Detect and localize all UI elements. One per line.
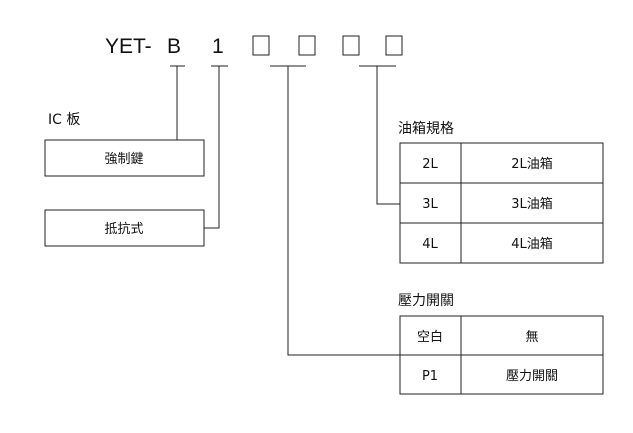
model-part-1: 1 <box>212 35 224 58</box>
pressure-desc-none: 無 <box>525 330 538 345</box>
tank-desc-3l: 3L油箱 <box>511 196 553 212</box>
pressure-code-p1: P1 <box>422 369 438 384</box>
tank-code-3l: 3L <box>422 197 438 212</box>
code-slot-box <box>342 35 360 56</box>
tank-code-2l: 2L <box>422 157 438 172</box>
tank-code-4l: 4L <box>422 237 438 252</box>
pressure-switch-title: 壓力開關 <box>398 293 454 309</box>
connector-pressure <box>287 66 400 356</box>
pressure-code-blank: 空白 <box>417 329 443 345</box>
ic-option-box-1 <box>44 139 205 177</box>
tank-spec-title: 油箱規格 <box>398 121 454 137</box>
code-slot-box <box>298 35 316 56</box>
ic-board-title: IC 板 <box>48 112 80 128</box>
model-part-b: B <box>167 35 181 58</box>
code-slot-box <box>252 35 270 56</box>
model-prefix: YET- <box>105 35 152 58</box>
connector-1 <box>204 66 220 229</box>
tank-spec-table <box>399 142 604 264</box>
tank-desc-2l: 2L油箱 <box>511 156 553 172</box>
ic-option-1: 強制鍵 <box>104 151 143 167</box>
ic-option-2: 抵抗式 <box>104 222 143 237</box>
connector-tank <box>376 66 400 205</box>
tank-desc-4l: 4L油箱 <box>511 236 553 252</box>
ic-option-box-2 <box>44 209 205 247</box>
code-slot-box <box>385 35 403 56</box>
pressure-desc-p1: 壓力開關 <box>506 369 558 384</box>
